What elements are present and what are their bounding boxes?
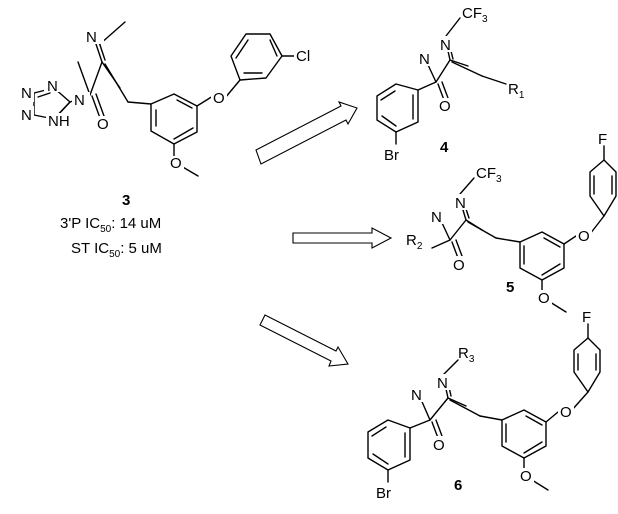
c6-atom-O-ether: O: [560, 404, 572, 421]
c4-atom-O: O: [439, 98, 451, 115]
c3-atom-tz-N2: N: [21, 85, 32, 102]
compound-3-label: 3: [122, 192, 130, 209]
compound-3: N N O Cl O O N N N NH 3 3'P IC50: 14 uM …: [18, 21, 316, 260]
arrow-to-compound-4: [255, 101, 358, 165]
c4-atom-N-top: N: [440, 37, 451, 54]
compound-5: CF3 N N O F O O R2 5: [406, 131, 617, 313]
c3-atom-tz-N1: N: [47, 78, 58, 95]
c4-atom-Br: Br: [384, 147, 399, 164]
c3-atom-N-top: N: [86, 29, 97, 46]
c6-atom-F: F: [582, 309, 591, 326]
c5-atom-O-ether: O: [578, 228, 590, 245]
compound-3-activity-ST: ST IC50: 5 uM: [71, 240, 162, 260]
c6-atom-N-ring: N: [411, 387, 422, 404]
c3-atom-O: O: [97, 116, 109, 133]
c4-atom-CF3: CF3: [462, 5, 488, 25]
c5-substituent-R2: R2: [406, 232, 423, 252]
compound-4-label: 4: [440, 139, 449, 156]
c6-atom-N-top: N: [437, 375, 448, 392]
c4-substituent-R1: R1: [508, 81, 525, 101]
c3-atom-Cl: Cl: [296, 48, 310, 65]
c3-atom-O-methoxy: O: [170, 155, 182, 172]
c5-atom-O: O: [453, 257, 465, 274]
c3-atom-tz-NH: NH: [48, 113, 70, 130]
c3-atom-O-ether: O: [213, 90, 225, 107]
compound-6-label: 6: [454, 477, 462, 494]
compound-3-activity-3P: 3'P IC50: 14 uM: [60, 215, 161, 235]
c5-atom-F: F: [598, 131, 607, 148]
compound-5-label: 5: [506, 279, 514, 296]
c6-substituent-R3: R3: [458, 345, 475, 365]
c3-atom-N-ring: N: [74, 92, 85, 109]
c5-atom-N-ring: N: [431, 209, 442, 226]
c5-atom-N-top: N: [455, 195, 466, 212]
c3-atom-tz-N3: N: [21, 107, 32, 124]
c5-atom-O-methoxy: O: [538, 290, 550, 307]
compound-4: CF3 N N O Br R1 4: [376, 5, 525, 164]
arrow-to-compound-6: [259, 314, 349, 367]
c6-atom-O-methoxy: O: [520, 468, 532, 485]
c6-atom-O: O: [433, 437, 445, 454]
c6-atom-Br: Br: [376, 485, 391, 502]
c4-atom-N-ring: N: [419, 51, 430, 68]
compound-6: R3 N N O F O O Br 6: [367, 309, 601, 502]
arrow-to-compound-5: [292, 227, 393, 249]
c5-atom-CF3: CF3: [476, 165, 502, 185]
